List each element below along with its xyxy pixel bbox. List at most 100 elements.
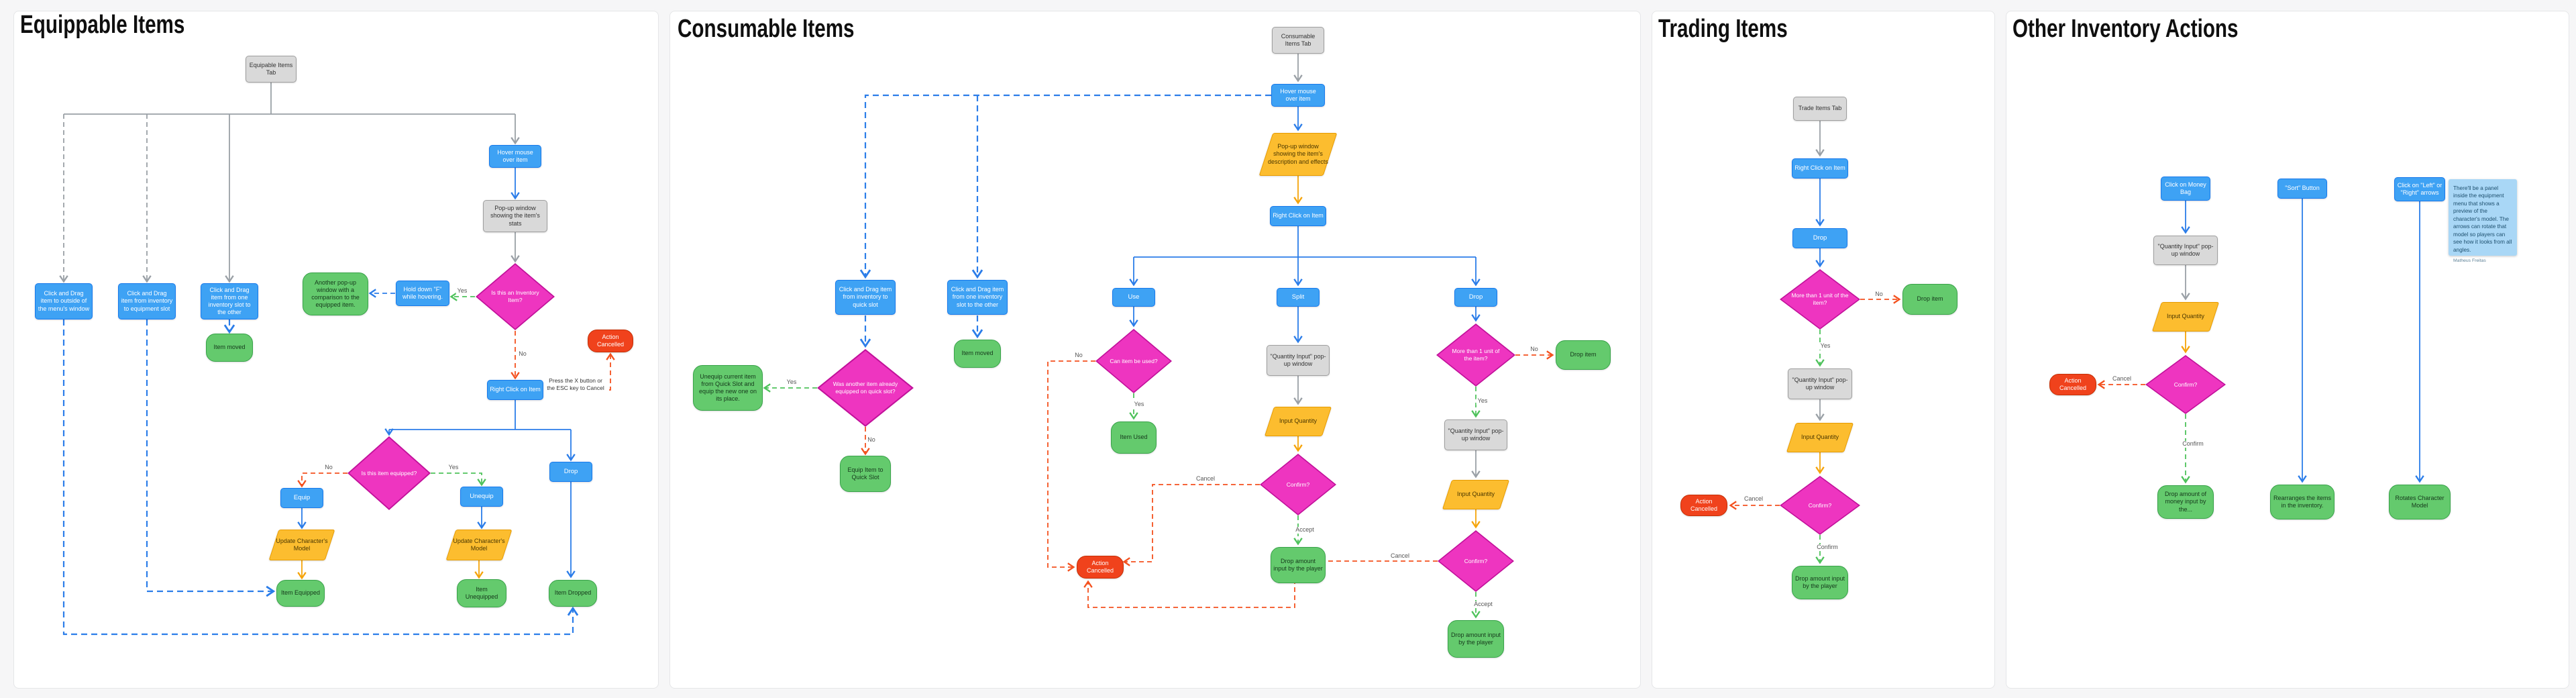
node-item-used[interactable]: Item Used <box>1111 421 1157 454</box>
node-label: Drop amount input by the player <box>1794 575 1845 589</box>
node-drop[interactable]: Drop <box>549 462 592 482</box>
node-drop-amount-input[interactable]: Drop amount input by the player <box>1271 547 1326 583</box>
process-input-quantity[interactable]: Input Quantity <box>2150 302 2221 332</box>
node-label: Split <box>1291 293 1305 301</box>
node-equip[interactable]: Equip <box>280 488 323 508</box>
node-label: Equipable Items Tab <box>249 61 293 76</box>
node-label: Input Quantity <box>1801 434 1839 441</box>
node-label: Click on "Left" or "Right" arrows <box>2397 181 2443 196</box>
node-hold-f-while-hovering[interactable]: Hold down "F" while hovering. <box>396 281 449 306</box>
node-drag-to-quick-slot[interactable]: Click and Drag item from inventory to qu… <box>835 280 896 315</box>
edge-label-cancel: Cancel <box>1389 552 1411 560</box>
edge-label-yes: Yes <box>1819 342 1832 350</box>
edge-label-cancel: Cancel <box>1194 475 1217 483</box>
node-label: Confirm? <box>2174 381 2198 388</box>
edge-label-yes: Yes <box>1476 397 1489 405</box>
node-drop-money-amount[interactable]: Drop amount of money input by the... <box>2157 485 2214 519</box>
node-quantity-input-popup[interactable]: "Quantity Input" pop-up window <box>1444 419 1507 450</box>
node-drag-between-slots[interactable]: Click and Drag item from one inventory s… <box>947 280 1008 315</box>
node-label: Hover mouse over item <box>1280 87 1316 102</box>
node-split[interactable]: Split <box>1277 288 1320 307</box>
node-action-cancelled[interactable]: Action Cancelled <box>588 330 633 352</box>
node-quantity-input-popup[interactable]: "Quantity Input" pop-up window <box>2153 236 2218 265</box>
node-item-equipped[interactable]: Item Equipped <box>276 580 325 607</box>
node-label: Rotates Character Model <box>2395 494 2445 509</box>
node-label: Pop-up window showing the item's descrip… <box>1268 143 1328 165</box>
node-label: Update Character's Model <box>276 537 328 552</box>
node-label: Unequip <box>470 493 494 501</box>
edge-label-confirm: Confirm <box>1815 544 1839 551</box>
node-drop[interactable]: Drop <box>1454 288 1497 307</box>
node-label: Hover mouse over item <box>497 148 533 163</box>
edge-label-confirm: Confirm <box>2181 440 2205 448</box>
node-drop-amount-input[interactable]: Drop amount input by the player <box>1448 620 1504 658</box>
node-quantity-input-popup[interactable]: "Quantity Input" pop-up window <box>1267 345 1330 376</box>
process-description-popup[interactable]: Pop-up window showing the item's descrip… <box>1258 133 1338 176</box>
node-drag-outside-menu[interactable]: Click and Drag item to outside of the me… <box>35 283 93 319</box>
edge-label-accept: Accept <box>1294 526 1316 534</box>
node-consumable-items-tab[interactable]: Consumable Items Tab <box>1272 27 1324 54</box>
node-quantity-input-popup[interactable]: "Quantity Input" pop-up window <box>1788 368 1852 399</box>
node-label: Drop amount input by the player <box>1273 557 1323 572</box>
node-label: Consumable Items Tab <box>1281 32 1316 47</box>
process-update-character-model-unequip[interactable]: Update Character's Model <box>444 530 514 560</box>
sticky-note-model-preview[interactable]: There'll be a panel inside the equipment… <box>2449 179 2517 263</box>
node-item-moved[interactable]: Item moved <box>954 340 1001 368</box>
node-unequip-and-swap[interactable]: Unequip current item from Quick Slot and… <box>693 365 763 411</box>
node-label: "Quantity Input" pop-up window <box>1792 376 1848 391</box>
panel-trading-items <box>1652 11 1995 689</box>
edge-label-yes: Yes <box>455 287 469 295</box>
node-label: Drop <box>564 468 578 476</box>
panel-other-inventory-actions <box>2006 11 2569 689</box>
node-item-dropped[interactable]: Item Dropped <box>549 580 597 607</box>
node-comparison-popup[interactable]: Another pop-up window with a comparison … <box>303 272 368 315</box>
node-right-click-on-item[interactable]: Right Click on Item <box>1270 206 1326 226</box>
node-item-unequipped[interactable]: Item Unequipped <box>457 579 506 607</box>
node-drag-between-slots[interactable]: Click and Drag item from one inventory s… <box>201 283 258 319</box>
node-item-moved[interactable]: Item moved <box>206 334 253 362</box>
node-trade-items-tab[interactable]: Trade Items Tab <box>1793 97 1847 121</box>
node-left-right-arrows[interactable]: Click on "Left" or "Right" arrows <box>2394 177 2445 201</box>
node-use[interactable]: Use <box>1112 288 1155 307</box>
node-stats-popup[interactable]: Pop-up window showing the item's stats <box>483 200 547 232</box>
edge-label-cancel: Cancel <box>1742 495 1765 503</box>
node-label: Item Used <box>1120 434 1148 441</box>
node-label: Confirm? <box>1808 501 1832 509</box>
process-update-character-model-equip[interactable]: Update Character's Model <box>267 530 337 560</box>
node-right-click-on-item[interactable]: Right Click on Item <box>1792 158 1848 179</box>
node-click-on-money-bag[interactable]: Click on Money Bag <box>2161 177 2210 201</box>
node-label: Trade Items Tab <box>1798 105 1842 112</box>
process-input-quantity[interactable]: Input Quantity <box>1263 407 1334 436</box>
node-label: Action Cancelled <box>596 333 625 348</box>
node-action-cancelled[interactable]: Action Cancelled <box>1077 556 1124 579</box>
node-drop-amount-input[interactable]: Drop amount input by the player <box>1792 566 1848 599</box>
node-label: Click and Drag item from inventory to qu… <box>839 286 892 308</box>
node-right-click-on-item[interactable]: Right Click on Item <box>487 380 543 400</box>
node-label: Drop item <box>1917 295 1943 303</box>
page-title-other-actions: Other Inventory Actions <box>2012 15 2239 43</box>
node-action-cancelled[interactable]: Action Cancelled <box>2049 374 2096 395</box>
node-rotates-character-model[interactable]: Rotates Character Model <box>2389 485 2451 519</box>
node-sort-button[interactable]: "Sort" Button <box>2277 179 2327 199</box>
node-hover-mouse-over-item[interactable]: Hover mouse over item <box>1271 84 1325 107</box>
node-drop[interactable]: Drop <box>1792 228 1847 248</box>
node-equipable-items-tab[interactable]: Equipable Items Tab <box>246 56 297 83</box>
node-drag-to-equipment-slot[interactable]: Click and Drag item from inventory to eq… <box>118 283 176 319</box>
node-label: Confirm? <box>1464 557 1488 564</box>
node-label: Input Quantity <box>2166 313 2205 320</box>
node-hover-mouse-over-item[interactable]: Hover mouse over item <box>489 145 541 168</box>
node-drop-item[interactable]: Drop item <box>1556 340 1611 370</box>
node-unequip[interactable]: Unequip <box>460 487 503 507</box>
edge-label-no: No <box>323 464 334 471</box>
node-label: Equip <box>293 494 311 502</box>
node-drop-item[interactable]: Drop item <box>1902 284 1957 315</box>
node-label: Unequip current item from Quick Slot and… <box>698 372 757 403</box>
node-equip-item-to-quick-slot[interactable]: Equip Item to Quick Slot <box>840 456 891 492</box>
node-label: Update Character's Model <box>453 537 505 552</box>
node-rearranges-items[interactable]: Rearranges the items in the inventory. <box>2270 485 2334 519</box>
process-input-quantity[interactable]: Input Quantity <box>1440 480 1511 509</box>
node-label: Item moved <box>213 344 246 351</box>
process-input-quantity[interactable]: Input Quantity <box>1784 423 1856 452</box>
node-action-cancelled[interactable]: Action Cancelled <box>1680 495 1727 516</box>
